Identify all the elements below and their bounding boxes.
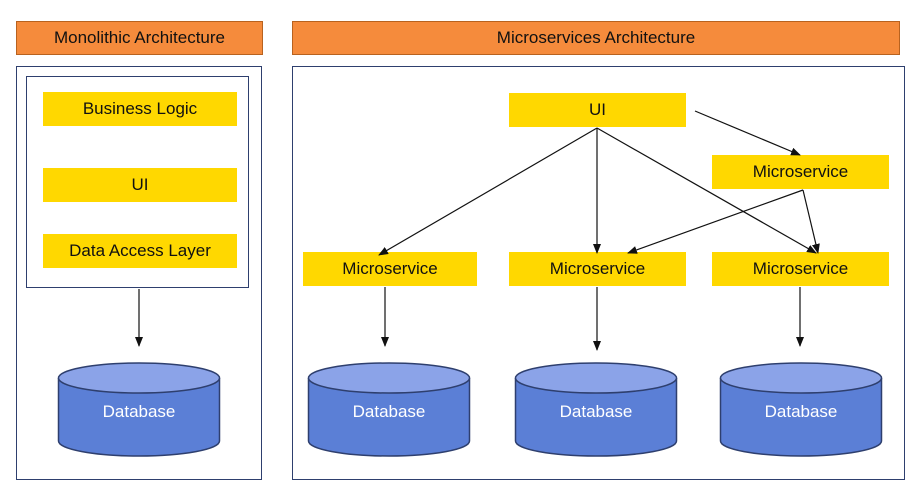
database-label: Database <box>559 402 633 421</box>
microservice-top-right: Microservice <box>712 155 889 189</box>
microservice-left: Microservice <box>303 252 477 286</box>
database-cylinder-icon <box>57 362 221 457</box>
ui-layer: UI <box>43 168 237 202</box>
microservice-right: Microservice <box>712 252 889 286</box>
microservice-center: Microservice <box>509 252 686 286</box>
data-access-layer: Data Access Layer <box>43 234 237 268</box>
database-cylinder-icon <box>719 362 883 457</box>
business-logic-layer: Business Logic <box>43 92 237 126</box>
monolith-database: Database <box>57 362 221 458</box>
database-label: Database <box>764 402 838 421</box>
microservices-header: Microservices Architecture <box>292 21 900 55</box>
database-label: Database <box>352 402 426 421</box>
database-cylinder-icon <box>307 362 471 457</box>
monolithic-header: Monolithic Architecture <box>16 21 263 55</box>
database-label: Database <box>102 402 176 421</box>
microservice-database-center: Database <box>514 362 678 458</box>
database-cylinder-icon <box>514 362 678 457</box>
microservice-database-right: Database <box>719 362 883 458</box>
ui-component: UI <box>509 93 686 127</box>
microservice-database-left: Database <box>307 362 471 458</box>
